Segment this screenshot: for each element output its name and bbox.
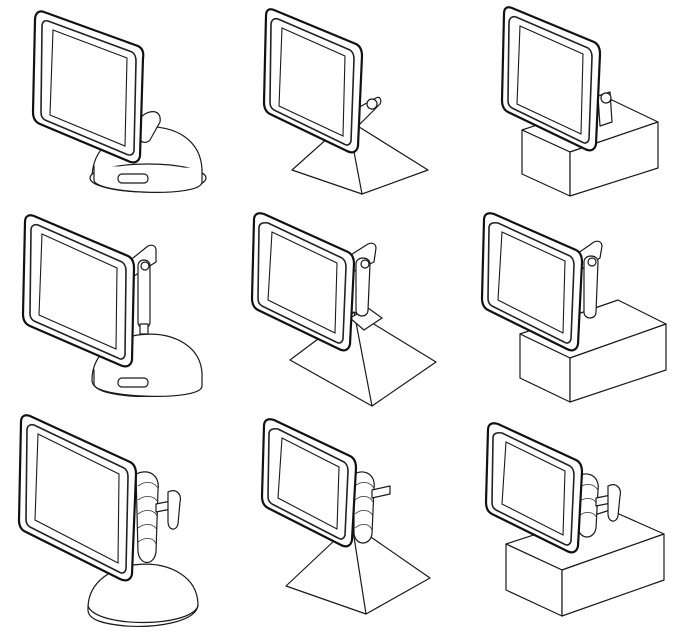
coiled-neck xyxy=(135,471,181,564)
variant-r1-dome-base xyxy=(31,10,207,193)
monitor xyxy=(500,6,602,152)
variant-r3-pyramid-base xyxy=(260,418,431,615)
variant-r3-dome-base xyxy=(17,414,199,627)
monitor xyxy=(21,214,136,368)
coiled-neck xyxy=(353,471,391,544)
neck xyxy=(597,91,613,127)
monitor xyxy=(480,212,584,352)
pyramid-base xyxy=(285,523,431,615)
variant-r1-box-base xyxy=(500,6,659,197)
coiled-neck xyxy=(577,473,621,538)
variant-r2-pyramid-base xyxy=(250,212,437,407)
monitor xyxy=(31,10,145,164)
variant-r3-box-base xyxy=(484,422,665,617)
monitor xyxy=(260,418,358,548)
dome-base xyxy=(87,563,199,627)
neck xyxy=(353,96,382,125)
box-base xyxy=(505,509,665,617)
monitor xyxy=(484,422,584,554)
monitor xyxy=(262,8,364,154)
monitor xyxy=(17,414,138,582)
variant-r2-box-base xyxy=(480,212,667,403)
monitor xyxy=(250,212,356,352)
variant-r1-pyramid-base xyxy=(262,8,429,195)
variant-r2-dome-base xyxy=(21,214,203,397)
